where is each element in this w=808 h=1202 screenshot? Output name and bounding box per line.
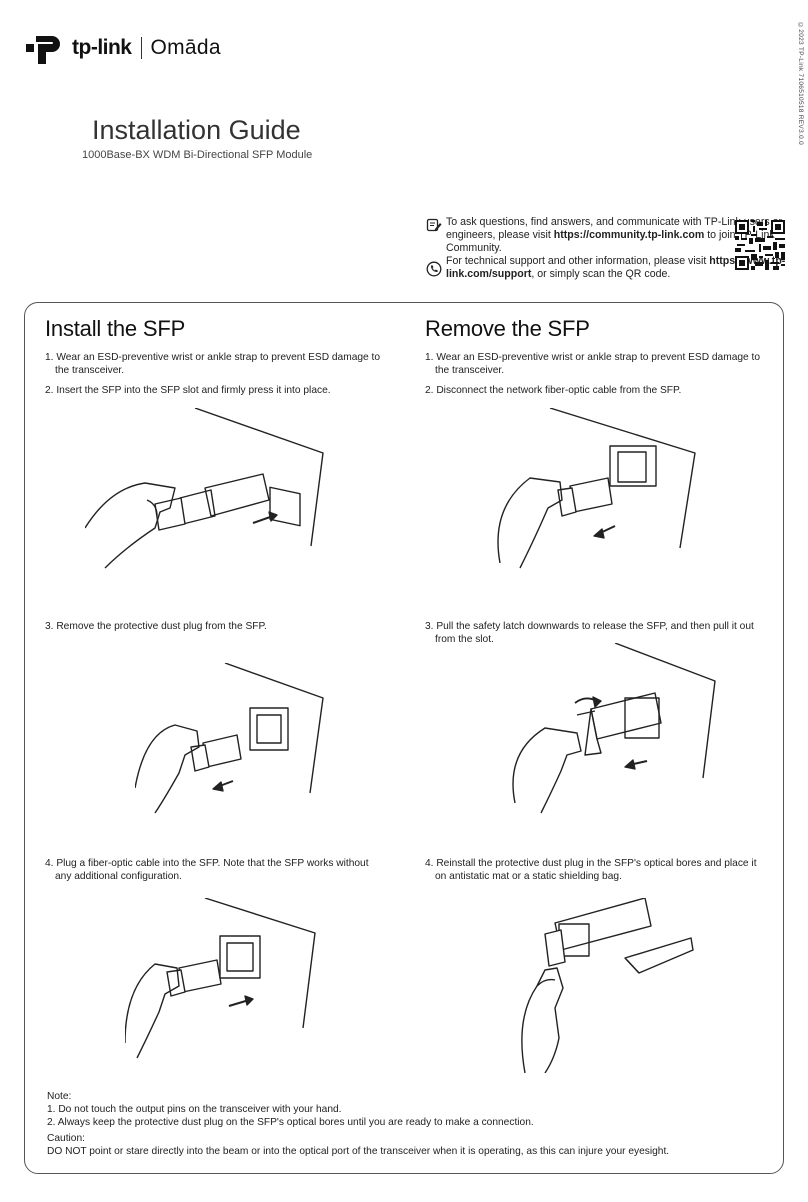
tp-link-logo-icon [26,36,60,64]
note-label: Note: [47,1091,72,1102]
install-step-2: 2. Insert the SFP into the SFP slot and … [45,385,331,396]
community-text: To ask questions, find answers, and comm… [446,216,783,241]
product-line-name: Omāda [150,36,221,59]
support-text-end: , or simply scan the QR code. [531,268,671,280]
remove-step-1: 1. Wear an ESD-preventive wrist or ankle… [425,352,761,376]
community-info: To ask questions, find answers, and comm… [426,216,786,255]
page-subtitle: 1000Base-BX WDM Bi-Directional SFP Modul… [82,149,313,161]
brand-separator [140,37,142,59]
remove-dust-plug-illustration [135,663,324,814]
document-code: ©2023 TP-Link 7106510518 REV3.0.0 [797,22,804,146]
page-title: Installation Guide [92,115,301,145]
insert-sfp-illustration [85,408,324,569]
install-step-3: 3. Remove the protective dust plug from … [45,621,267,632]
support-info: To ask questions, find answers, and comm… [426,216,786,281]
reinstall-dust-plug-illustration [521,898,694,1073]
support-info-row: For technical support and other informat… [426,255,786,281]
install-step-4: 4. Plug a fiber-optic cable into the SFP… [45,858,369,882]
plug-cable-illustration [125,898,316,1059]
remove-step-4: 4. Reinstall the protective dust plug in… [425,858,757,882]
remove-section: Remove the SFP [425,303,795,350]
remove-step-3: 3. Pull the safety latch downwards to re… [425,621,754,645]
brand-logo-group: tp-link Omāda [22,26,221,70]
notes-section: Note: 1. Do not touch the output pins on… [47,1090,767,1158]
note-item-1: 1. Do not touch the output pins on the t… [47,1104,342,1115]
install-section: Install the SFP [45,303,415,350]
install-heading: Install the SFP [45,316,186,341]
note-item-2: 2. Always keep the protective dust plug … [47,1117,534,1128]
phone-support-icon [426,261,442,277]
install-step-1: 1. Wear an ESD-preventive wrist or ankle… [45,352,381,376]
instructions-panel: Install the SFP Remove the SFP 1. Wear a… [24,302,784,1174]
disconnect-cable-illustration [497,408,696,569]
remove-heading: Remove the SFP [425,316,590,341]
caution-text: DO NOT point or stare directly into the … [47,1146,670,1157]
support-text: For technical support and other informat… [446,255,710,267]
community-edit-icon [426,218,442,232]
caution-label: Caution: [47,1133,85,1144]
qr-code-icon [735,220,785,270]
pull-latch-illustration [512,643,716,814]
community-link[interactable]: https://community.tp-link.com [553,229,705,241]
remove-step-2: 2. Disconnect the network fiber-optic ca… [425,385,682,396]
brand-name: tp-link [72,36,132,59]
